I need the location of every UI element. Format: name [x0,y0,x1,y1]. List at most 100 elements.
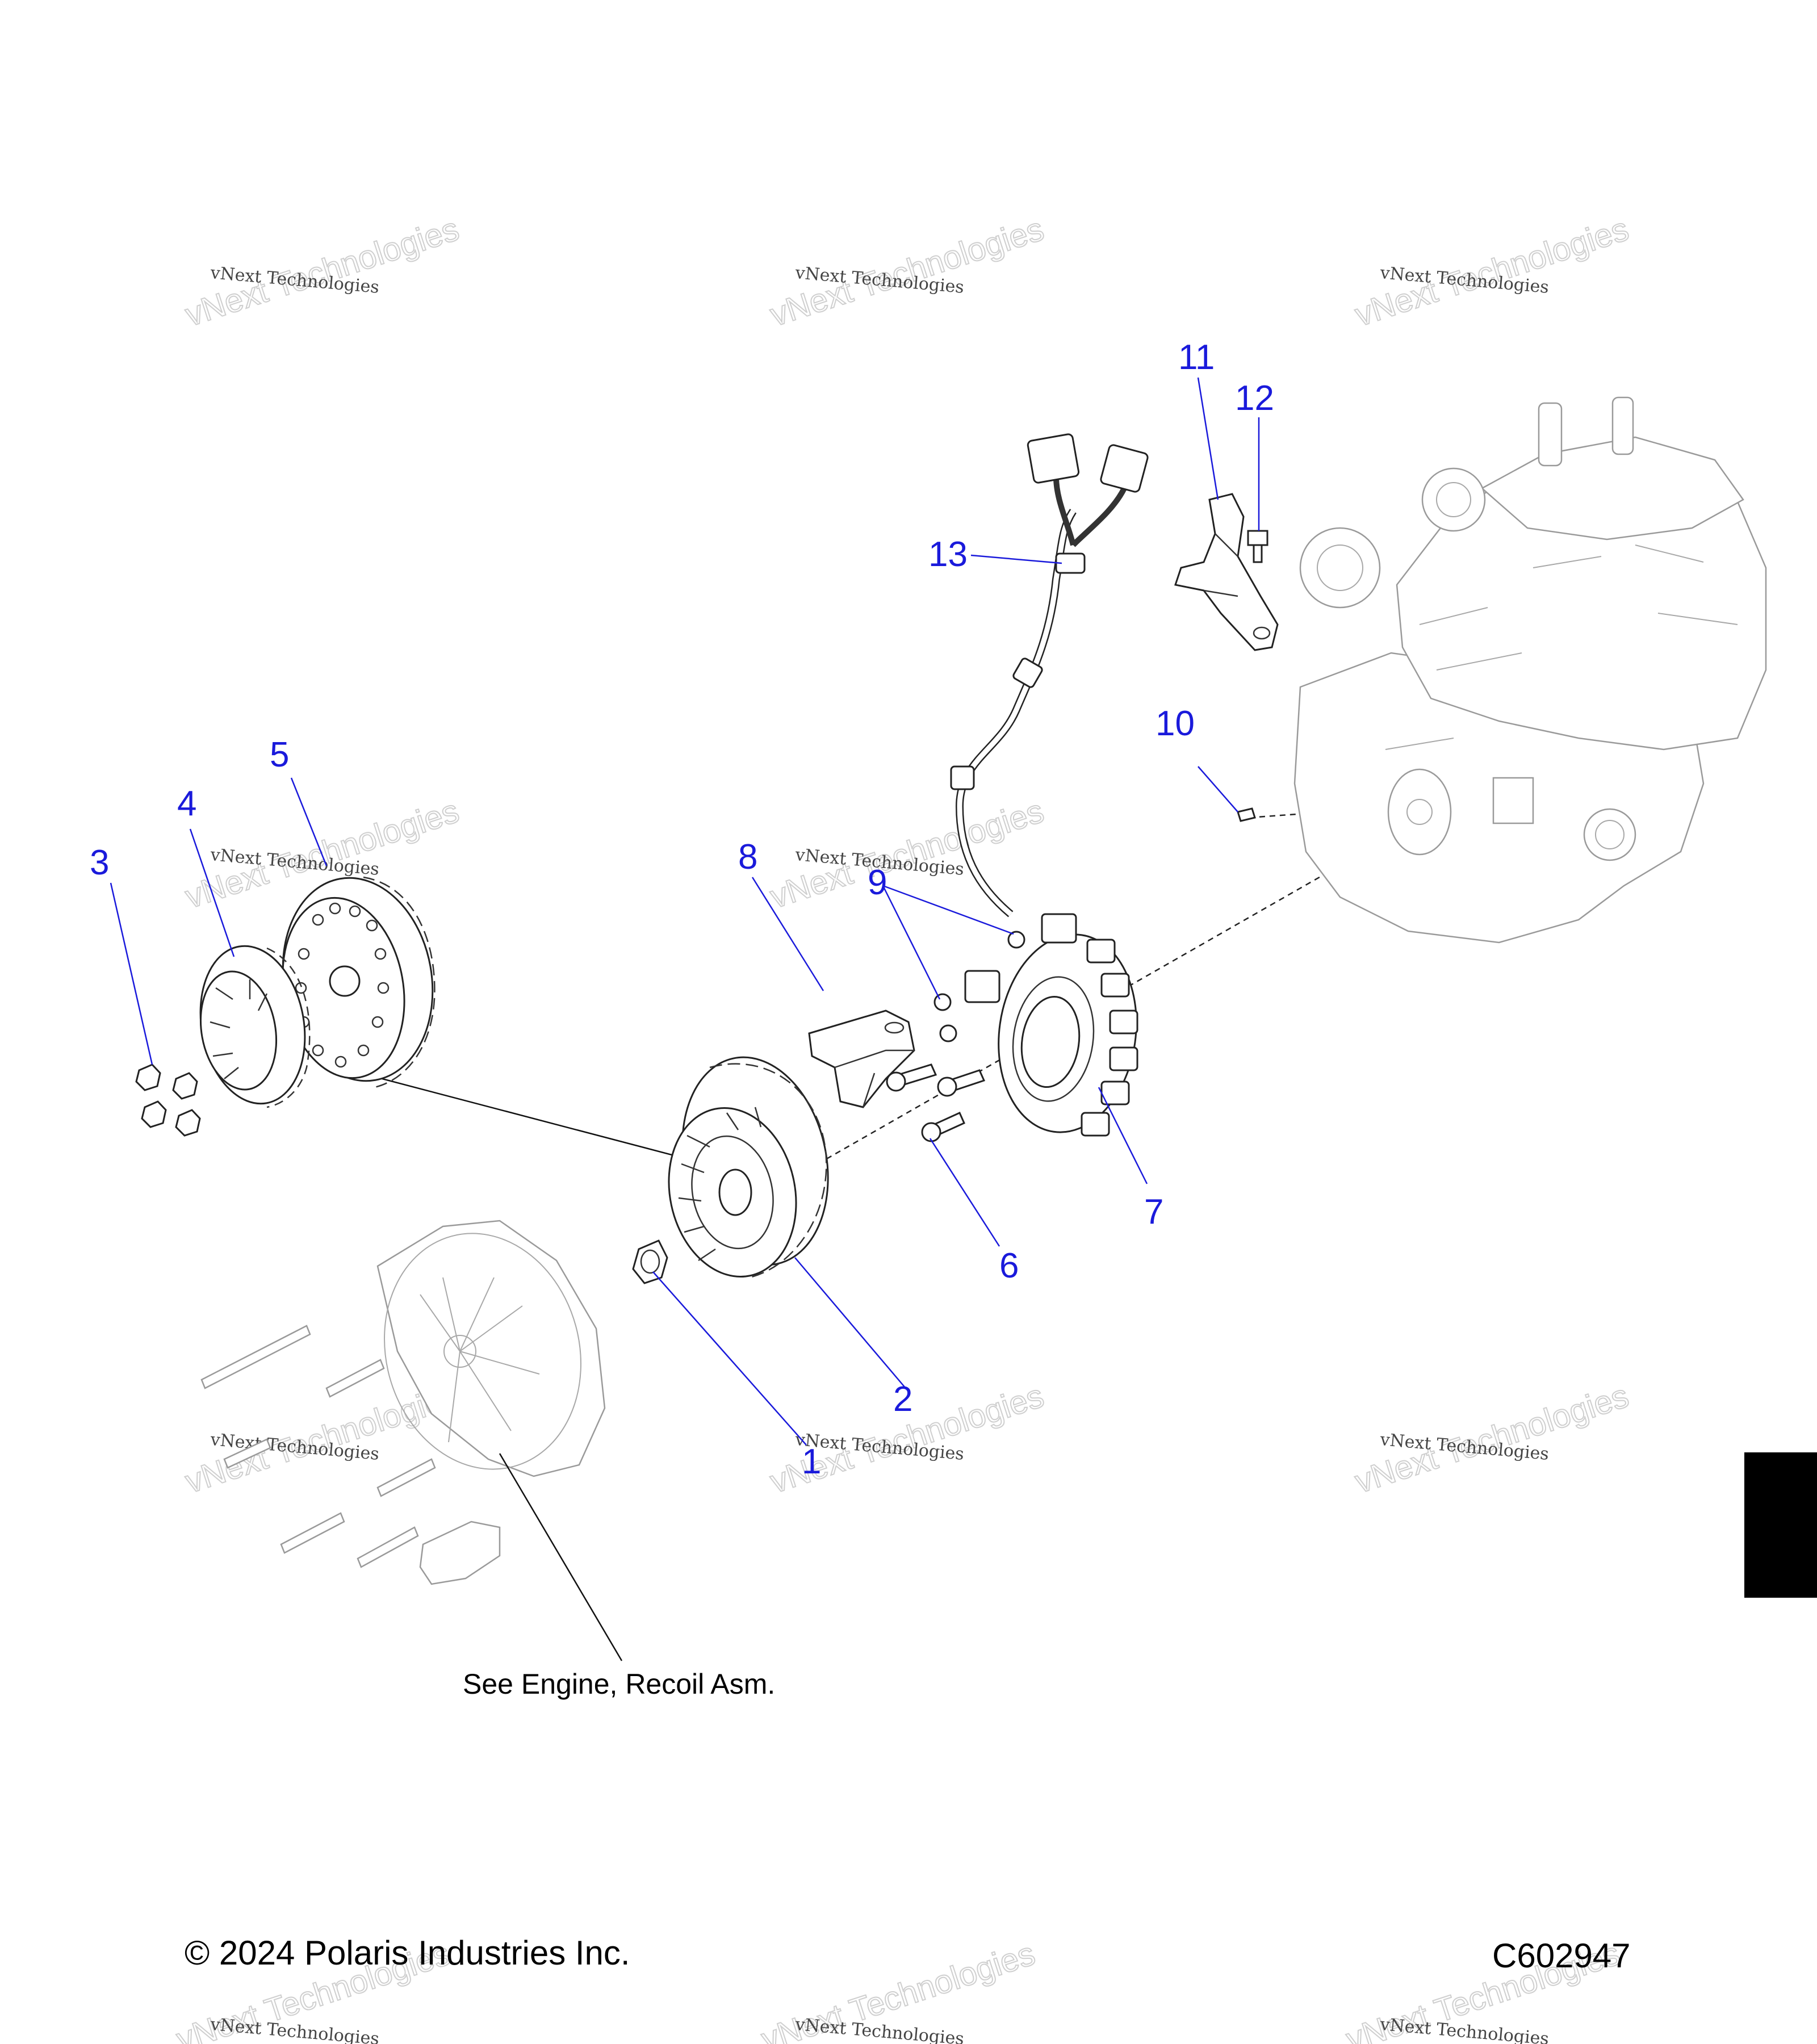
harness-branch [1053,476,1127,547]
harness-sleeve [1012,657,1043,688]
harness-sleeve [950,765,975,790]
engine-crank-stub [1406,799,1433,825]
recoil-handle-housing [419,1521,501,1585]
callout-7: 7 [1144,1192,1163,1232]
callout-4: 4 [177,784,196,823]
stator-bolts [886,1063,986,1142]
watermark: vNext Technologies vNext Technologies [180,210,463,334]
stator-connector [1041,913,1077,944]
leader-4 [189,828,235,957]
callout-11: 11 [1178,338,1215,377]
recoil-cover [200,1220,606,1585]
cooling-fan-hub [329,965,361,997]
stator-winding [1109,1046,1138,1071]
leader-8 [751,877,824,991]
sensor-bracket-hole [884,1021,905,1034]
leader-11 [1197,377,1219,500]
watermarks: vNext Technologies vNext Technologies vN… [171,210,1634,2044]
fan-hole [298,948,310,960]
leader-2 [794,1257,906,1389]
callout-9: 9 [868,863,887,902]
callout-2: 2 [893,1380,912,1419]
callout-13: 13 [928,535,968,574]
stator-bore [1020,995,1081,1088]
callout-6: 6 [999,1246,1019,1285]
fan-hole [349,905,361,918]
fan-hole [371,1016,384,1028]
recoil-reference-note: See Engine, Recoil Asm. [463,1668,775,1700]
leader-6 [929,1138,1000,1247]
fan-hub-face [199,970,278,1091]
watermark: vNext Technologies vNext Technologies [765,210,1048,334]
engine-output-hub-bore [1595,820,1625,849]
fan-bolt [172,1072,198,1100]
leader-recoil-note [499,1453,623,1661]
stator-winding [1100,973,1130,998]
sensor-screw [939,1024,957,1042]
recoil-bolt [280,1512,345,1554]
stator-ground-eyelet [1007,931,1025,949]
callout-1: 1 [802,1442,821,1481]
recoil-cover-spokes [420,1277,540,1443]
callout-10: 10 [1155,704,1195,743]
fan-hole [295,982,307,994]
callout-8: 8 [738,837,757,877]
fan-hole [312,1044,324,1057]
flywheel-fins [678,1107,762,1262]
watermark: vNext Technologies vNext Technologies [1350,210,1633,334]
fan-hole [374,948,387,960]
fan-bolt [141,1100,167,1128]
callout-12: 12 [1235,379,1274,418]
fan-hub-ribs [210,979,268,1079]
engine-throttle-body-bore [1436,482,1471,517]
engine-crank-seal [1387,768,1452,856]
recoil-bolt [376,1458,436,1497]
recoil-cover-housing [376,1220,606,1477]
leader-10 [1198,766,1238,812]
leader-3 [110,882,153,1065]
leader-13 [970,554,1062,564]
leader-7 [1098,1087,1148,1184]
fan-hole [334,1055,347,1068]
engine-spark-plug-boot [1611,396,1634,455]
recoil-bolt [200,1325,311,1389]
recoil-bolt [325,1359,385,1398]
bracket-bolt [1247,530,1268,563]
stator-bolt-head [937,1077,957,1097]
fan-hole [312,914,324,926]
callout-5: 5 [270,735,289,774]
stator-windings [1081,939,1138,1137]
fan-bolt [175,1109,201,1137]
watermark: vNext Technologies vNext Technologies [765,792,1048,916]
leader-1 [652,1271,807,1446]
assembly-axes [360,799,1454,1165]
stator [964,913,1138,1137]
leader-9b [882,885,1014,935]
sensor-bracket-edge [834,1049,914,1108]
woodruff-key-body [1237,807,1256,822]
stator-winding [1081,1112,1110,1137]
engine-spark-plug-boot [1538,402,1563,467]
section-tab [1744,1452,1817,1598]
harness-bracket [1174,493,1279,651]
stator-bolt-head [886,1071,906,1092]
harness-bracket-edge [1203,533,1238,597]
leader-lines [110,377,1260,1661]
harness-bracket-body [1174,493,1279,651]
callout-3: 3 [90,843,109,882]
harness-bracket-hole [1253,626,1271,640]
harness-connector [1100,444,1149,493]
flywheel-hub [718,1168,752,1216]
flywheel-axis-line [360,1072,696,1162]
cooling-fan [282,876,436,1088]
flywheel-nut [632,1239,668,1284]
bracket-bolt-head [1247,530,1268,546]
sensor-screw [933,993,952,1011]
bracket-bolt-shank [1253,544,1263,563]
engine-throttle-body [1421,467,1486,532]
watermark: vNext Technologies vNext Technologies [1350,1377,1633,1501]
recoil-bolt [357,1526,419,1568]
fan-bolt [135,1063,161,1091]
woodruff-key [1237,807,1256,822]
